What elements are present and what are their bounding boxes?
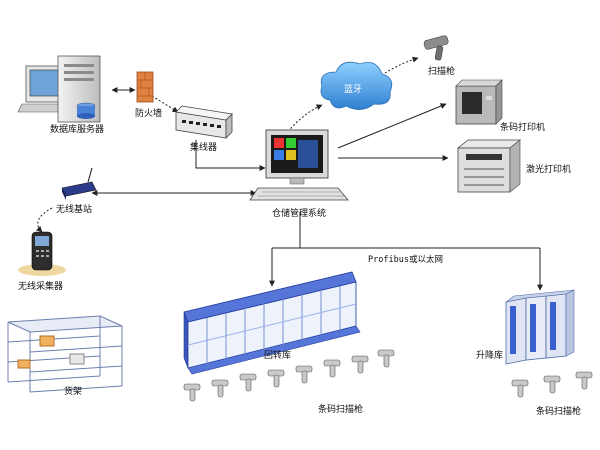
label-wireless-base: 无线基站 — [56, 205, 93, 215]
label-network: Profibus或以太网 — [368, 255, 443, 265]
label-scanner-gun-top: 扫描枪 — [428, 67, 456, 77]
scanner-icon — [351, 355, 369, 374]
label-db-server: 数据库服务器 — [50, 125, 105, 135]
wireless-base-icon — [61, 167, 97, 200]
label-wms: 仓储管理系统 — [272, 209, 327, 219]
scanner-icon — [183, 383, 201, 402]
scanner-icon — [377, 349, 395, 368]
scanner-icon — [575, 371, 593, 390]
label-barcode-printer: 条码打印机 — [500, 123, 546, 133]
scanner-icon — [239, 373, 257, 392]
label-laser-printer: 激光打印机 — [526, 165, 572, 175]
label-bluetooth: 蓝牙 — [344, 85, 363, 95]
label-wireless-collector: 无线采集器 — [18, 282, 64, 292]
label-rack: 货架 — [64, 387, 83, 397]
lift-storage-icon — [505, 289, 575, 365]
link-firewall-hub — [151, 95, 179, 113]
scanner-icon — [267, 369, 285, 388]
link-base-collector — [36, 207, 53, 233]
link-wms-barcode-printer — [337, 103, 447, 149]
laser-printer-icon — [456, 139, 522, 193]
label-lift: 升降库 — [476, 351, 504, 361]
link-hub-wms — [195, 140, 266, 171]
scanner-gun-top-icon — [423, 35, 449, 61]
label-hub: 集线器 — [190, 143, 218, 153]
storage-rack-icon — [7, 315, 123, 393]
label-firewall: 防火墙 — [135, 109, 163, 119]
wms-computer-icon — [249, 129, 349, 201]
label-scanner-carousel: 条码扫描枪 — [318, 405, 364, 415]
bluetooth-cloud-icon — [320, 61, 393, 110]
scanner-icon — [211, 379, 229, 398]
firewall-icon — [136, 71, 154, 103]
hub-icon — [175, 105, 233, 139]
lift-scanner-group — [511, 371, 593, 398]
wireless-collector-icon — [18, 231, 66, 276]
label-scanner-lift: 条码扫描枪 — [536, 407, 582, 417]
scanner-icon — [295, 365, 313, 384]
scanner-icon — [511, 379, 529, 398]
carousel-storage-icon — [183, 271, 361, 375]
barcode-printer-icon — [455, 79, 503, 125]
database-server-icon — [17, 55, 101, 123]
scanner-icon — [543, 375, 561, 394]
label-carousel: 回转库 — [264, 351, 292, 361]
carousel-scanner-group — [183, 349, 395, 402]
scanner-icon — [323, 359, 341, 378]
